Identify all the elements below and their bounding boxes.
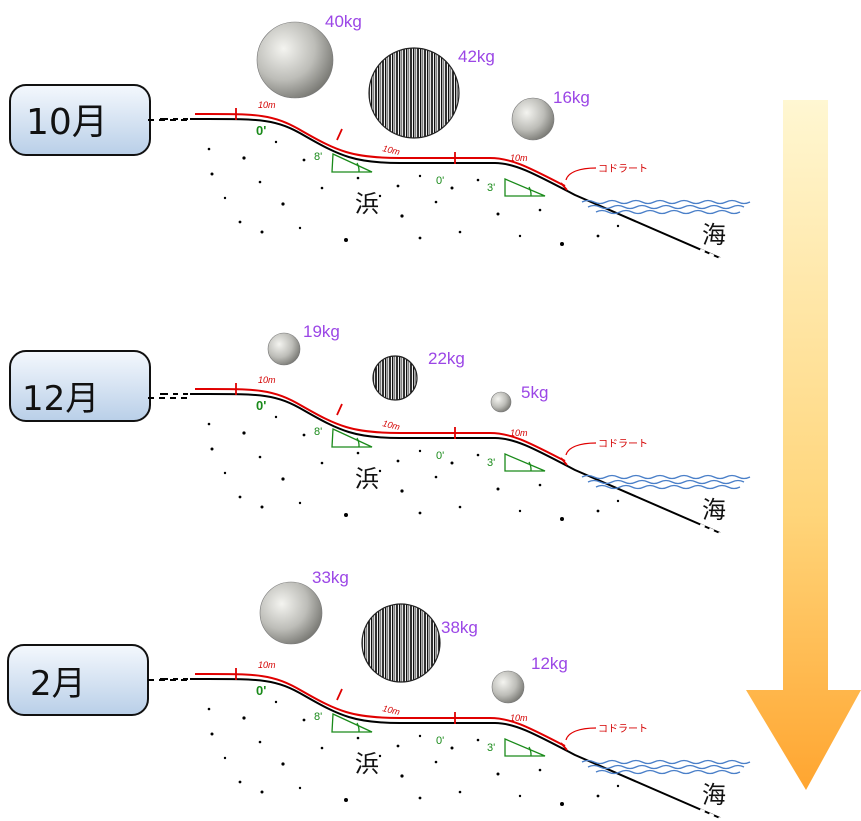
- quadrat-label: コドラート: [598, 438, 648, 450]
- stone: [511, 97, 555, 141]
- month-label: 12月: [22, 379, 99, 419]
- weight-label-center: 38kg: [441, 618, 478, 637]
- month-label: 10月: [26, 102, 108, 143]
- distance-label: 10m: [510, 713, 528, 723]
- beach-label: 浜: [355, 190, 379, 218]
- stone: [259, 581, 323, 645]
- sea-label: 海: [702, 781, 726, 809]
- distance-label: 10m: [258, 100, 276, 110]
- angle-lower-slope: 3': [487, 457, 495, 469]
- month-label-box: [9, 350, 151, 422]
- weight-label-right: 16kg: [553, 88, 590, 107]
- distance-label: 10m: [258, 660, 276, 670]
- angle-upper-slope: 8': [314, 426, 322, 438]
- quadrat-label: コドラート: [598, 723, 648, 735]
- weight-label-right: 12kg: [531, 654, 568, 673]
- distance-label: 10m: [382, 418, 402, 432]
- stone: [490, 391, 512, 413]
- weight-label-right: 5kg: [521, 383, 548, 402]
- sea-label: 海: [702, 221, 726, 249]
- angle-top: 0': [256, 683, 266, 698]
- angle-flat: 0': [436, 175, 444, 187]
- stone: [491, 670, 525, 704]
- striped-stone: [368, 47, 460, 139]
- weight-label-left: 40kg: [325, 12, 362, 31]
- distance-label: 10m: [510, 153, 528, 163]
- angle-top: 0': [256, 123, 266, 138]
- angle-upper-slope: 8': [314, 711, 322, 723]
- time-arrow: [746, 100, 861, 790]
- angle-flat: 0': [436, 450, 444, 462]
- distance-label: 10m: [258, 375, 276, 385]
- weight-label-left: 33kg: [312, 568, 349, 587]
- striped-stone: [361, 603, 441, 683]
- weight-label-center: 42kg: [458, 47, 495, 66]
- distance-label: 10m: [382, 703, 402, 717]
- weight-label-left: 19kg: [303, 322, 340, 341]
- striped-stone: [372, 355, 418, 401]
- sea-label: 海: [702, 496, 726, 524]
- angle-lower-slope: 3': [487, 742, 495, 754]
- beach-label: 浜: [355, 465, 379, 493]
- angle-upper-slope: 8': [314, 151, 322, 163]
- angle-flat: 0': [436, 735, 444, 747]
- beach-label: 浜: [355, 750, 379, 778]
- quadrat-label: コドラート: [598, 163, 648, 175]
- weight-label-center: 22kg: [428, 349, 465, 368]
- distance-label: 10m: [382, 143, 402, 157]
- distance-label: 10m: [510, 428, 528, 438]
- angle-top: 0': [256, 398, 266, 413]
- stone: [267, 332, 301, 366]
- month-label: 2月: [30, 664, 86, 704]
- stone: [256, 21, 334, 99]
- angle-lower-slope: 3': [487, 182, 495, 194]
